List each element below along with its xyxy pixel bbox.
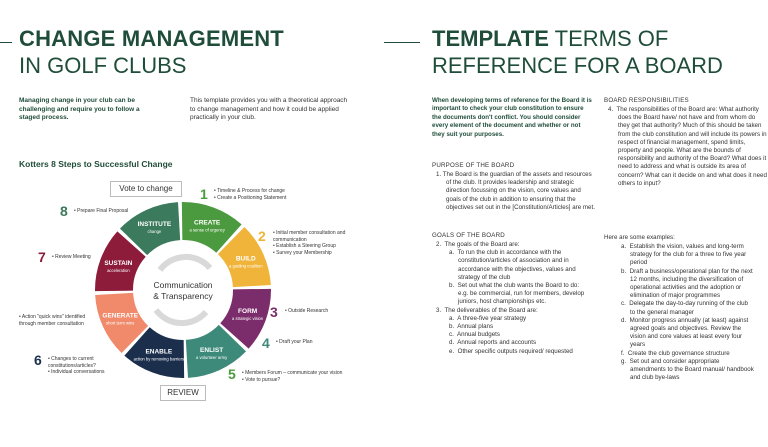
left-title-line2: IN GOLF CLUBS <box>19 53 187 78</box>
step-1-note: • Timeline & Process for change <box>214 188 285 194</box>
wheel-segment-form <box>220 288 271 349</box>
wheel-label-form: FORM <box>238 308 257 315</box>
example-c: c. Delegate the day-to-day running of th… <box>621 300 748 316</box>
wheel-sublabel-form: a strategic vision <box>232 316 264 321</box>
step-4-note-list: • Draft your Plan <box>276 339 356 346</box>
step-5-note-list: • Members Forum – communicate your visio… <box>242 370 362 383</box>
step-2-note: • Establish a Steering Group <box>273 243 336 249</box>
examples-intro: Here are some examples: <box>604 234 675 241</box>
step-1-note-list: • Timeline & Process for change • Create… <box>214 188 334 201</box>
right-title-rest: TERMS OF <box>554 26 669 51</box>
responsibilities-item-4: 4. The responsibilities of the Board are… <box>608 106 767 187</box>
step-5-number: 5 <box>228 366 236 382</box>
wheel-label-build: BUILD <box>236 255 256 262</box>
left-intro-bold: Managing change in your club can be chal… <box>19 97 140 121</box>
step-6-note: • Changes to current constitutions/artic… <box>48 356 96 369</box>
deliverable-b: b. Annual plans <box>449 323 494 331</box>
right-title-line1: TEMPLATE TERMS OF <box>432 26 668 52</box>
step-4-number: 4 <box>262 335 270 351</box>
step-8-number: 8 <box>60 203 68 219</box>
wheel-label-enlist: ENLIST <box>200 347 223 354</box>
wheel-segment-sustain <box>95 231 146 292</box>
deliverable-d: d. Annual reports and accounts <box>449 339 537 347</box>
wheel-center <box>141 248 225 332</box>
wheel-segment-create <box>181 202 242 253</box>
right-title-line2: REFERENCE FOR A BOARD <box>432 53 723 78</box>
step-3-note: • Outside Research <box>285 308 329 314</box>
wheel-sublabel-build: a guiding coalition <box>229 263 263 268</box>
purpose-item-1: 1. The Board is the guardian of the asse… <box>436 171 595 211</box>
step-8-note-list: • Prepare Final Proposal <box>74 208 144 215</box>
deliverable-a: a. A three-five year strategy <box>449 314 527 322</box>
wheel-label-create: CREATE <box>194 219 221 226</box>
wheel-sublabel-create: a sense of urgency <box>189 227 225 232</box>
step-8-note: • Prepare Final Proposal <box>74 208 129 214</box>
example-g: g. Set out and consider appropriate amen… <box>621 357 754 382</box>
step-4-note: • Draft your Plan <box>276 339 313 345</box>
example-d: d. Monitor progress annually (at least) … <box>621 316 749 349</box>
step-3-number: 3 <box>270 304 278 320</box>
step-5-note: • Members Forum – communicate your visio… <box>242 370 343 376</box>
purpose-heading: PURPOSE OF THE BOARD <box>432 162 515 169</box>
step-2-note-list: • Initial member consultation and commun… <box>273 230 363 256</box>
wheel-segment-institute <box>119 202 181 256</box>
step-1-note: • Create a Positioning Statement <box>214 194 287 201</box>
center-line1: Communication <box>153 280 212 290</box>
step-3-note-list: • Outside Research <box>285 308 365 315</box>
wheel-segment-build <box>217 226 271 288</box>
goals-item-2: 2. The goals of the Board are: <box>436 241 520 248</box>
wheel-sublabel-institute: change <box>148 229 162 234</box>
wheel-sublabel-enlist: a volunteer army <box>196 355 228 360</box>
step-2-note: • Survey your Membership <box>273 249 332 256</box>
step-6-note-list: • Changes to current constitutions/artic… <box>48 356 128 376</box>
wheel-segment-generate <box>95 292 149 354</box>
goals-sub-a: a. To run the club in accordance with th… <box>449 249 576 281</box>
diagram-title: Kotters 8 Steps to Successful Change <box>19 159 173 169</box>
vote-to-change-box: Vote to change <box>110 181 182 197</box>
step-6-note: • Individual conversations <box>48 369 105 375</box>
step-7-number: 7 <box>38 249 46 265</box>
left-title-rule <box>0 42 12 43</box>
wheel-label-sustain: SUSTAIN <box>104 260 132 267</box>
cycle-arrow-icon-2 <box>153 308 209 327</box>
responsibilities-heading: BOARD RESPONSIBILITIES <box>604 97 689 104</box>
wheel-label-generate: GENERATE <box>102 313 138 320</box>
right-title-rule <box>384 42 420 43</box>
goals-block: 2. The goals of the Board are: a. To run… <box>432 241 587 356</box>
goals-heading: GOALS OF THE BOARD <box>432 232 505 239</box>
example-a: a. Establish the vision, values and long… <box>621 243 747 267</box>
goals-item-3: 3. The deliverables of the Board are: <box>436 306 538 314</box>
wheel-sublabel-enable: action by removing barriers <box>134 357 185 362</box>
deliverable-e: e. Other specific outputs required/ requ… <box>449 347 573 355</box>
right-intro-bold: When developing terms of reference for t… <box>432 97 592 138</box>
wheel-segment-enable <box>124 327 185 378</box>
step-1-number: 1 <box>200 186 208 202</box>
wheel-segment-enlist <box>185 324 247 378</box>
review-box: REVIEW <box>160 385 206 401</box>
cycle-arrow-icon <box>157 253 213 272</box>
example-f: f. Create the club governance structure <box>621 349 730 357</box>
right-title-bold: TEMPLATE <box>432 26 549 51</box>
center-line2: & Transparency <box>153 291 213 301</box>
step-1-notes: 1 <box>200 186 208 204</box>
step-2-number: 2 <box>258 228 266 244</box>
example-b: b. Draft a business/operational plan for… <box>621 267 753 300</box>
examples-list: a. Establish the vision, values and long… <box>604 243 754 382</box>
wheel-label-enable: ENABLE <box>145 349 172 356</box>
wheel-label-institute: INSTITUTE <box>138 221 172 228</box>
step-7-note: • Review Meeting <box>52 254 91 260</box>
goals-sub-b: b. Set out what the club wants the Board… <box>449 282 585 306</box>
step-6-number: 6 <box>34 352 42 368</box>
left-intro-text: This template provides you with a theore… <box>190 97 348 121</box>
step-7-note-list: • Review Meeting <box>52 254 112 261</box>
step-5-note: • Vote to pursue? <box>242 376 281 383</box>
wheel-sublabel-generate: short term wins <box>106 321 134 326</box>
wheel-sublabel-sustain: acceleration <box>107 268 130 273</box>
quick-wins-note: • Action "quick wins" identified through… <box>19 314 86 327</box>
left-title-line1: CHANGE MANAGEMENT <box>19 26 284 51</box>
step-2-note: • Initial member consultation and commun… <box>273 230 346 243</box>
deliverable-c: c. Annual budgets <box>449 331 500 339</box>
